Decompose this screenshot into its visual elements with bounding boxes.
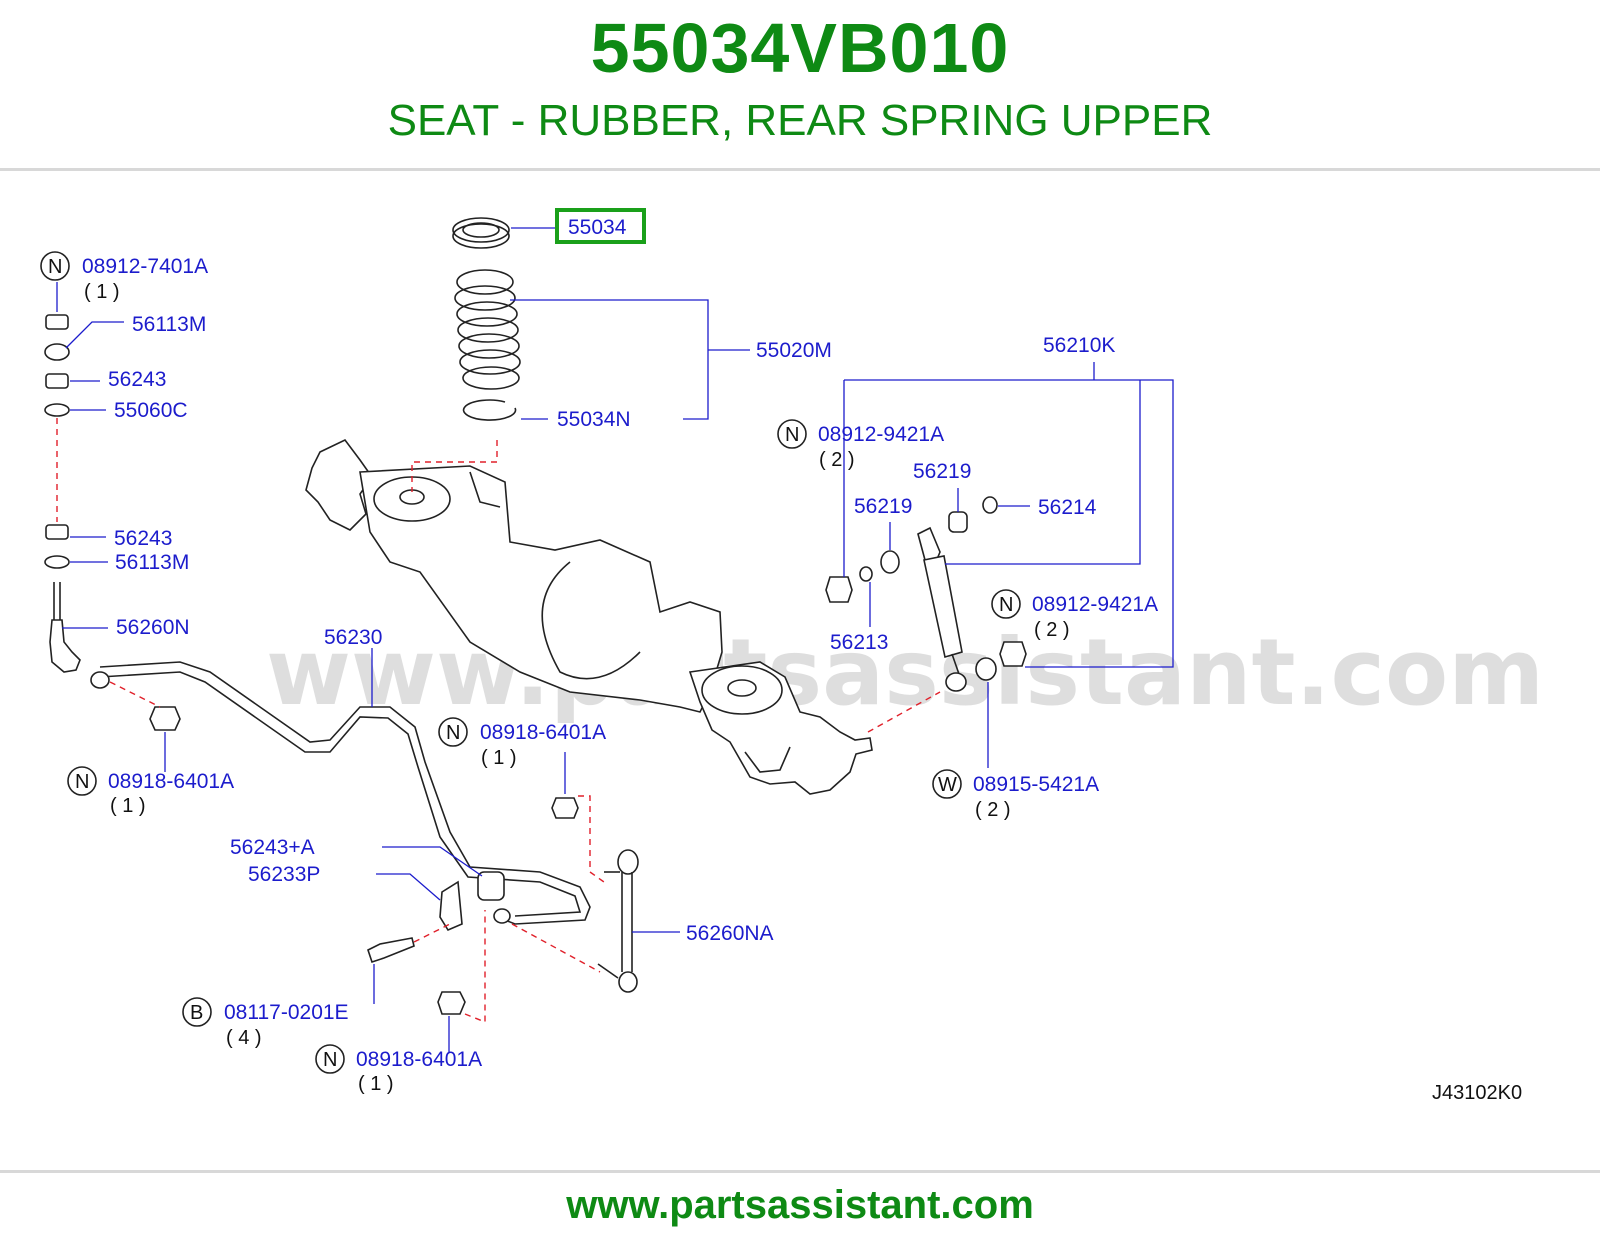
coil-spring-55020M-drawing [454,269,521,390]
label-56219-lower[interactable]: 56219 [854,495,912,518]
label-56230[interactable]: 56230 [324,626,382,649]
footer-divider [0,1170,1600,1173]
part-description: SEAT - RUBBER, REAR SPRING UPPER [387,96,1213,145]
header-divider [0,168,1600,171]
label-56214[interactable]: 56214 [1038,496,1097,519]
bottom-nut-drawing [437,991,466,1015]
label-08117-0201E[interactable]: 08117-0201E [224,1001,349,1024]
label-56213[interactable]: 56213 [830,631,888,654]
label-56243-top[interactable]: 56243 [108,368,166,391]
bushing-bracket-drawing [439,871,505,932]
label-08918-6401A-left[interactable]: 08918-6401A [108,770,234,793]
left-link-hardware-drawing [44,314,81,673]
qty-08117-0201E: ( 4 ) [226,1027,262,1049]
label-08918-6401A-mid[interactable]: 08918-6401A [480,721,606,744]
label-55060C[interactable]: 55060C [114,399,188,422]
label-08912-9421A-upper[interactable]: 08912-9421A [818,423,944,446]
circle-w-washer: W [938,774,957,796]
label-55034[interactable]: 55034 [568,216,627,239]
label-56113M-top[interactable]: 56113M [132,313,206,336]
label-08915-5421A[interactable]: 08915-5421A [973,773,1099,796]
circle-n-top-left: N [48,256,62,278]
qty-08918-6401A-bot: ( 1 ) [358,1073,394,1095]
label-56243+A[interactable]: 56243+A [230,836,315,859]
left-nut-drawing [149,706,181,731]
spring-seat-55034N-drawing [462,399,517,421]
circle-n-left: N [75,771,89,793]
label-55020M[interactable]: 55020M [756,339,832,362]
qty-08912-9421A-lower: ( 2 ) [1034,619,1070,641]
bolt-08117-0201E-drawing [367,937,415,964]
qty-08918-6401A-left: ( 1 ) [110,795,146,817]
label-56219-upper[interactable]: 56219 [913,460,971,483]
highlight-box [555,208,646,244]
label-08918-6401A-bot[interactable]: 08918-6401A [356,1048,482,1071]
label-55034N[interactable]: 55034N [557,408,631,431]
label-56243-low[interactable]: 56243 [114,527,172,550]
label-56260N[interactable]: 56260N [116,616,190,639]
label-56210K[interactable]: 56210K [1043,334,1115,357]
label-56233P[interactable]: 56233P [248,863,320,886]
diagram-reference-code: J43102K0 [1432,1082,1522,1104]
circle-n-9421a: N [785,424,799,446]
circle-n-9421b: N [999,594,1013,616]
stabilizer-bar-56230-drawing [90,661,591,925]
label-56113M-low[interactable]: 56113M [115,551,189,574]
qty-08912-7401A: ( 1 ) [84,281,120,303]
shock-absorber-56210K-drawing [825,496,1027,692]
watermark: www.partsassistant.com [266,619,1544,726]
qty-08918-6401A-mid: ( 1 ) [481,747,517,769]
qty-08912-9421A-upper: ( 2 ) [819,449,855,471]
label-08912-9421A-lower[interactable]: 08912-9421A [1032,593,1158,616]
link-56260NA-drawing [597,849,639,993]
rear-axle-housing-drawing [305,438,873,795]
spring-seat-55034-drawing [452,217,510,249]
label-56260NA[interactable]: 56260NA [686,922,774,945]
circle-n-bot: N [323,1049,337,1071]
circle-b-bolt: B [190,1002,203,1024]
circle-n-mid: N [446,722,460,744]
qty-08915-5421A: ( 2 ) [975,799,1011,821]
footer-website-link[interactable]: www.partsassistant.com [566,1183,1034,1227]
parts-diagram: www.partsassistant.com 55034 55020M 5503… [40,208,1544,1104]
middle-nut-drawing [551,797,579,819]
part-number-title: 55034VB010 [590,9,1010,87]
label-08912-7401A[interactable]: 08912-7401A [82,255,208,278]
